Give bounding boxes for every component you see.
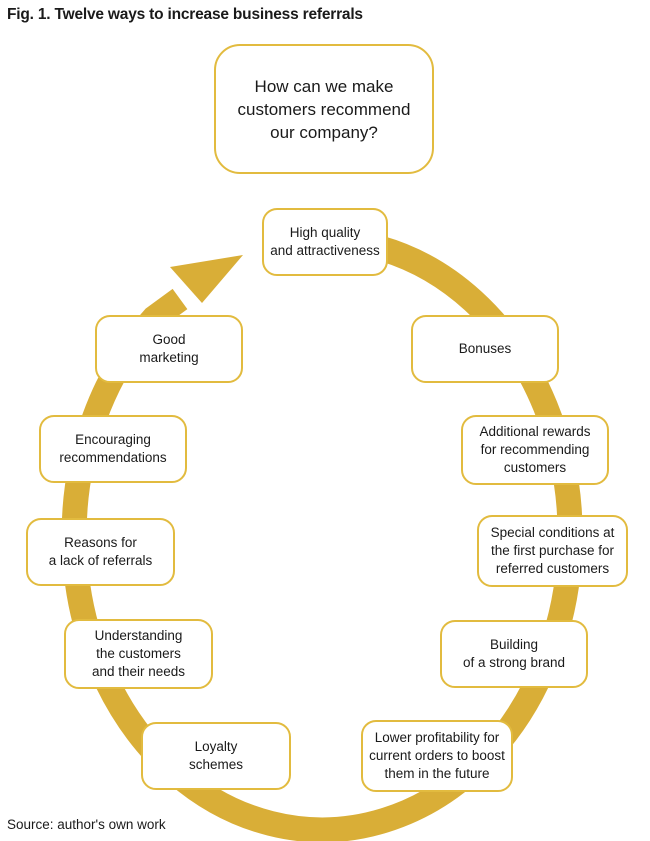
node-loyalty-schemes: Loyalty schemes xyxy=(141,722,291,790)
node-understanding-customers: Understanding the customers and their ne… xyxy=(64,619,213,689)
node-high-quality: High quality and attractiveness xyxy=(262,208,388,276)
figure-source: Source: author's own work xyxy=(7,817,166,832)
cycle-arrow-head xyxy=(170,255,243,303)
figure-title: Fig. 1. Twelve ways to increase business… xyxy=(7,6,363,23)
node-good-marketing: Good marketing xyxy=(95,315,243,383)
node-reasons-lack-referrals: Reasons for a lack of referrals xyxy=(26,518,175,586)
central-question-box: How can we make customers recommend our … xyxy=(214,44,434,174)
node-strong-brand: Building of a strong brand xyxy=(440,620,588,688)
node-special-conditions: Special conditions at the first purchase… xyxy=(477,515,628,587)
node-lower-profitability: Lower profitability for current orders t… xyxy=(361,720,513,792)
node-additional-rewards: Additional rewards for recommending cust… xyxy=(461,415,609,485)
node-bonuses: Bonuses xyxy=(411,315,559,383)
node-encouraging-recommendations: Encouraging recommendations xyxy=(39,415,187,483)
